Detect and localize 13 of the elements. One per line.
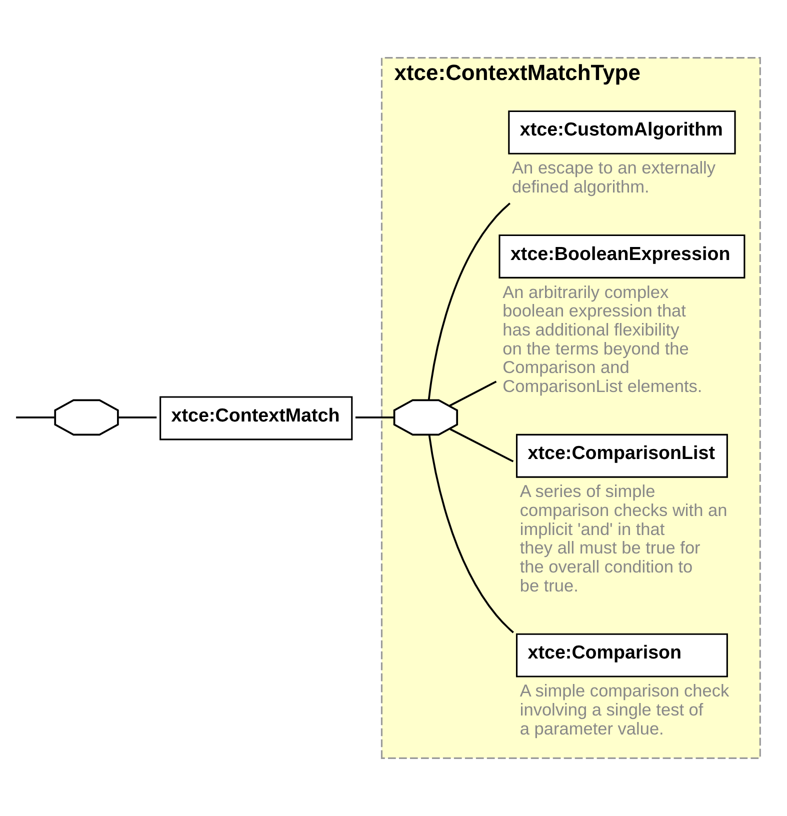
connector bbox=[428, 434, 514, 634]
node-label: A simple comparison check involving a single test of a parameter value. bbox=[520, 680, 730, 738]
node-octagon bbox=[54, 399, 119, 436]
node-octagon bbox=[393, 399, 458, 436]
connector bbox=[450, 428, 514, 462]
node-label: An escape to an externally defined algorithm. bbox=[512, 158, 716, 197]
connector bbox=[448, 380, 497, 407]
connector bbox=[16, 416, 54, 418]
node-label: A series of simple comparison checks with an implicit 'and' in that they all must be true for the overall condition to be true. bbox=[520, 481, 728, 596]
connector bbox=[428, 202, 511, 400]
node-label: An arbitrarily complex boolean expression that has additional flexibility on the terms beyond the Comparison and ComparisonList elements. bbox=[502, 282, 702, 396]
connector bbox=[118, 416, 157, 418]
connector bbox=[355, 416, 394, 418]
